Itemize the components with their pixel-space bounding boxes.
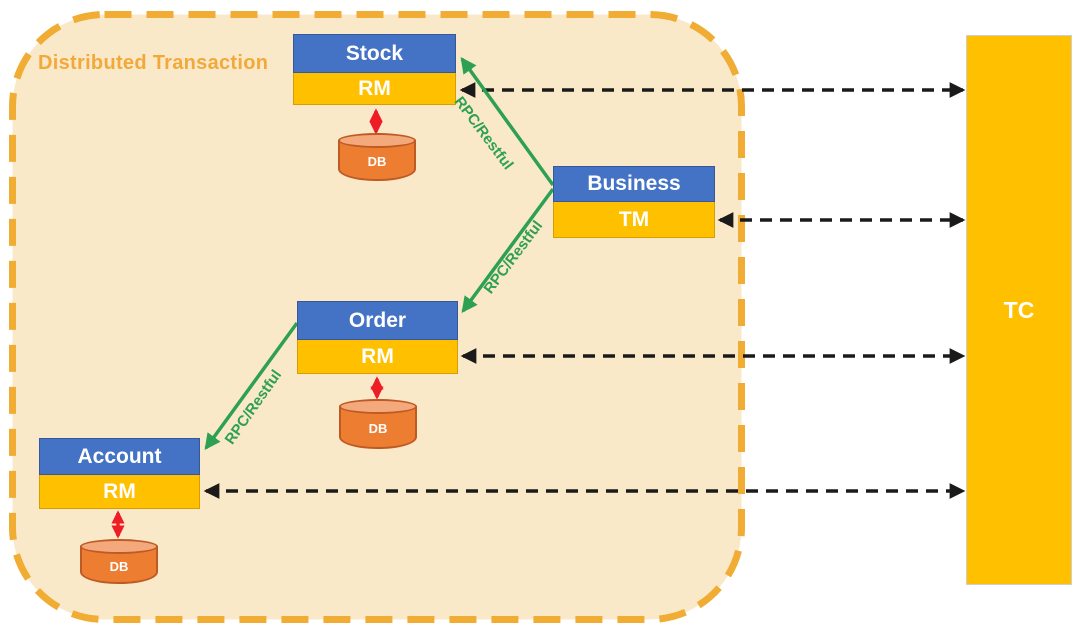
account-db-label: DB <box>109 558 129 574</box>
business-service: Business TM <box>553 166 715 238</box>
cylinder-top <box>80 539 158 554</box>
account-name-box: Account <box>39 438 200 475</box>
stock-db-cylinder: DB <box>338 133 416 181</box>
order-service: Order RM <box>297 301 458 374</box>
cylinder-top <box>339 399 417 414</box>
rpc-arrow-order-account <box>204 321 299 450</box>
order-db-cylinder: DB <box>339 399 417 449</box>
order-rm-box: RM <box>297 340 458 374</box>
order-name-box: Order <box>297 301 458 340</box>
container-title: Distributed Transaction <box>38 52 269 74</box>
stock-rm-box: RM <box>293 73 456 105</box>
order-db-label: DB <box>368 421 388 436</box>
account-db-cylinder: DB <box>80 539 158 584</box>
stock-service: Stock RM <box>293 34 456 105</box>
business-tm-box: TM <box>553 202 715 238</box>
account-service: Account RM <box>39 438 200 509</box>
stock-name-box: Stock <box>293 34 456 73</box>
business-name-box: Business <box>553 166 715 202</box>
rpc-arrow-business-order <box>461 187 555 313</box>
tc-box: TC <box>966 35 1072 585</box>
stock-db-label: DB <box>367 154 387 170</box>
rpc-arrow-business-stock <box>460 57 555 187</box>
account-rm-box: RM <box>39 475 200 509</box>
tc-label: TC <box>1003 296 1035 323</box>
cylinder-top <box>338 133 416 148</box>
